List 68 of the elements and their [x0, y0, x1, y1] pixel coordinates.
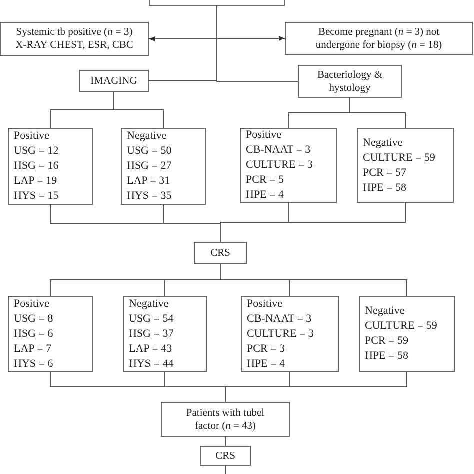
count-text: HYS = 15: [14, 190, 59, 203]
count-text: HYS = 35: [127, 190, 172, 203]
box-label: Become pregnant (n = 3) not undergone for biopsy (n = 18): [314, 26, 444, 52]
box-label: IMAGING: [90, 74, 138, 88]
empty-box: [149, 0, 285, 6]
process-box: [161, 402, 290, 437]
connector-line: [220, 202, 406, 242]
count-text: HSG = 27: [127, 160, 172, 173]
count-text: CULTURE = 3: [247, 328, 314, 340]
count-text: HSG = 37: [129, 328, 174, 340]
connector-line: [225, 466, 226, 474]
process-box: [200, 446, 251, 466]
count-text: HYS = 6: [14, 358, 54, 370]
group-heading: Negative: [127, 130, 167, 143]
process-box: [285, 22, 473, 55]
count-text: PCR = 3: [247, 342, 285, 356]
process-box: [298, 65, 402, 98]
connector-line: [114, 92, 164, 128]
count-text: HSG = 16: [14, 160, 59, 173]
box-label: Systemic tb positive (n = 3) X-RAY CHEST, ESR, CBC: [14, 26, 134, 52]
process-box: [8, 296, 93, 372]
count-text: CB-NAAT = 3: [246, 144, 311, 157]
count-text: HPE = 4: [247, 358, 285, 370]
connector-line: [225, 372, 408, 402]
process-box: [240, 128, 337, 203]
count-text: HYS = 44: [129, 358, 174, 370]
group-heading: Positive: [14, 130, 50, 143]
process-box: [8, 128, 93, 205]
count-text: USG = 50: [127, 145, 172, 158]
group-heading: Negative: [365, 305, 405, 318]
group-heading: Positive: [246, 129, 282, 142]
count-text: HPE = 58: [365, 350, 408, 363]
process-box: [79, 70, 149, 92]
count-text: USG = 54: [129, 312, 174, 326]
count-text: HPE = 58: [363, 182, 406, 194]
connector-line: [220, 264, 408, 296]
process-box: [359, 296, 455, 372]
count-text: LAP = 43: [129, 342, 172, 356]
group-heading: Positive: [247, 298, 282, 310]
box-label: Bacteriology & hystology: [316, 68, 384, 94]
count-text: PCR = 57: [363, 166, 406, 180]
process-box: [241, 296, 339, 372]
process-box: [121, 128, 206, 205]
group-heading: Negative: [363, 136, 403, 150]
count-text: CULTURE = 59: [363, 152, 436, 164]
count-text: PCR = 5: [246, 174, 284, 187]
count-text: CULTURE = 3: [246, 159, 313, 172]
count-text: HSG = 6: [14, 328, 54, 340]
process-box: [194, 242, 247, 264]
process-box: [357, 128, 454, 203]
count-text: PCR = 59: [365, 335, 408, 348]
box-label: CRS: [210, 246, 230, 260]
box-label: CRS: [216, 450, 236, 462]
process-box: [0, 22, 149, 56]
count-text: LAP = 31: [127, 175, 170, 188]
process-box: [123, 296, 207, 372]
connector-line: [225, 436, 226, 446]
box-label: Patients with tubel factor (n = 43): [185, 406, 266, 432]
connector-line: [350, 98, 406, 128]
count-text: LAP = 7: [14, 342, 52, 356]
count-text: LAP = 19: [14, 175, 58, 188]
count-text: HPE = 4: [246, 189, 284, 202]
count-text: USG = 8: [14, 312, 54, 326]
count-text: CB-NAAT = 3: [247, 312, 312, 326]
count-text: USG = 12: [14, 145, 59, 158]
count-text: CULTURE = 59: [365, 320, 438, 333]
group-heading: Positive: [14, 298, 50, 310]
group-heading: Negative: [129, 298, 169, 310]
